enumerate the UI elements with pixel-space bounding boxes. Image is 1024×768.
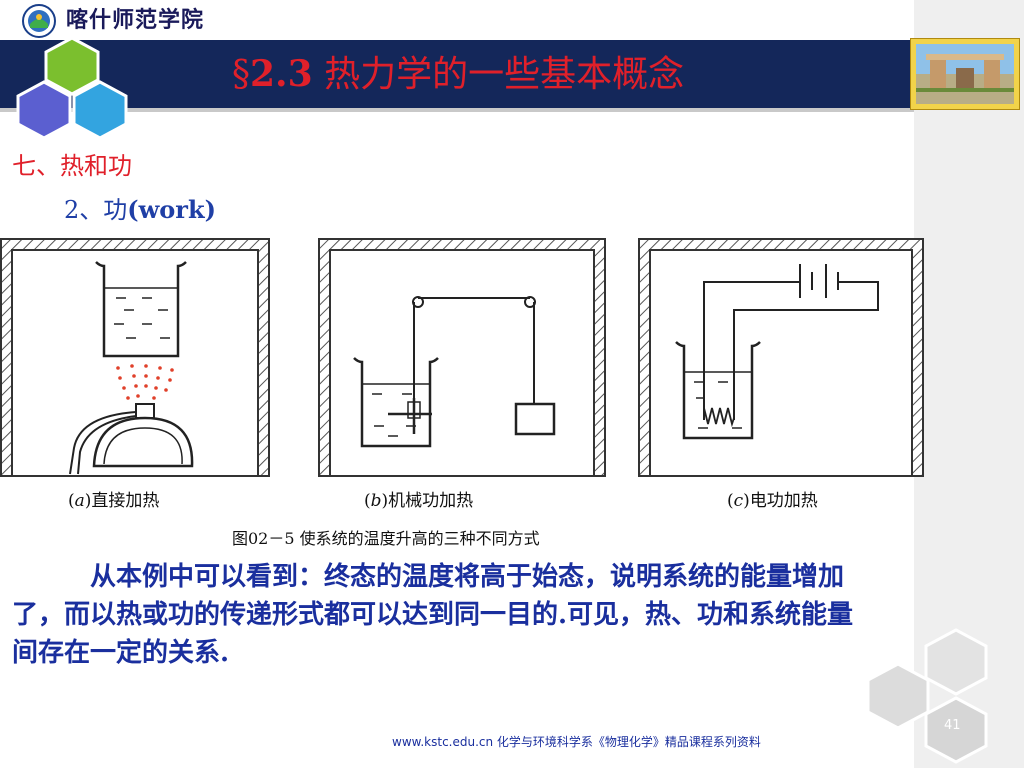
school-name: 喀什师范学院 [66,7,205,33]
section-subheading: 2、功(work) [64,194,216,226]
caption-a-letter: a [74,491,85,511]
subheading-en: (work) [127,195,216,224]
figure-caption: 图02－5 使系统的温度升高的三种不同方式 [232,529,540,548]
caption-b-letter: b [370,491,382,511]
caption-mechanical-work: (b)机械功加热 [364,491,474,511]
hexagon-footer-decoration-icon [866,628,988,764]
diagram-direct-heating [0,238,270,477]
caption-c-letter: c [733,491,744,511]
title-symbol: § [232,54,250,95]
title-band-stripe [0,108,914,112]
subheading-cjk: 2、功 [64,196,128,224]
title-band [0,40,914,112]
logo-strip: 喀什师范学院 [0,0,914,40]
school-emblem-icon [22,4,56,38]
caption-electrical-work: (c)电功加热 [727,491,818,511]
slide-title: §2.3 热力学的一些基本概念 [232,50,684,99]
campus-gate-image [916,44,1014,104]
footer-text: www.kstc.edu.cn 化学与环境科学系《物理化学》精品课程系列资料 [392,735,761,749]
caption-b-text: 机械功加热 [388,491,474,511]
title-number: 2.3 [250,53,313,95]
section-heading: 七、热和功 [12,152,132,180]
caption-c-text: 电功加热 [749,491,818,511]
hexagon-decoration-icon [16,36,128,140]
caption-direct-heating: (a)直接加热 [68,491,160,511]
caption-a-text: 直接加热 [91,491,160,511]
body-paragraph-text: 从本例中可以看到：终态的温度将高于始态，说明系统的能量增加了，而以热或功的传递形… [12,562,854,668]
page-number: 41 [944,718,961,733]
campus-photo-thumbnail [910,38,1020,110]
title-text: 热力学的一些基本概念 [312,54,685,95]
body-paragraph: 从本例中可以看到：终态的温度将高于始态，说明系统的能量增加了，而以热或功的传递形… [12,558,874,672]
diagram-mechanical-work [318,238,606,477]
diagram-electrical-work [638,238,924,477]
